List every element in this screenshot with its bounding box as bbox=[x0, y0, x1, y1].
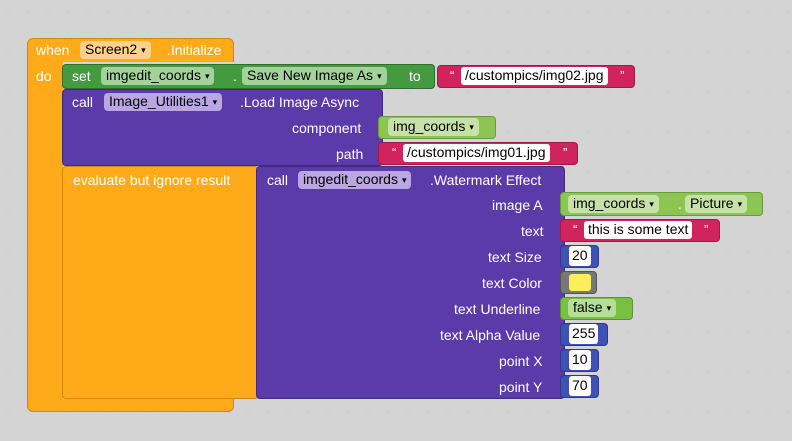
screen-dropdown[interactable]: Screen2▾ bbox=[80, 41, 151, 59]
quote-open-icon: “ bbox=[573, 222, 578, 237]
to-label: to bbox=[409, 68, 421, 84]
dropdown-arrow-icon: ▾ bbox=[469, 122, 474, 132]
quote-close-icon: ” bbox=[704, 222, 709, 237]
load-path-value[interactable]: /custompics/img01.jpg bbox=[403, 144, 550, 162]
event-block-footer bbox=[27, 399, 234, 412]
alpha-value[interactable]: 255 bbox=[569, 324, 599, 344]
set-property-label: Save New Image As bbox=[247, 67, 374, 83]
quote-close-icon: ” bbox=[620, 68, 625, 83]
event-block-body bbox=[27, 61, 63, 401]
set-property-dropdown[interactable]: Save New Image As▾ bbox=[242, 67, 387, 85]
watermark-component-label: imgedit_coords bbox=[303, 171, 398, 187]
image-a-socket-label: image A bbox=[492, 197, 543, 213]
dropdown-arrow-icon: ▾ bbox=[141, 45, 146, 55]
dropdown-arrow-icon: ▾ bbox=[377, 71, 382, 81]
load-component-dropdown[interactable]: Image_Utilities1▾ bbox=[104, 93, 223, 111]
text-color-socket-label: text Color bbox=[482, 275, 542, 291]
color-swatch[interactable] bbox=[569, 274, 591, 291]
load-call-label: call bbox=[72, 94, 94, 110]
text-underline-socket-label: text Underline bbox=[454, 301, 541, 317]
underline-dropdown[interactable]: false▾ bbox=[568, 299, 617, 317]
do-label: do bbox=[36, 68, 52, 84]
text-socket-label: text bbox=[521, 223, 544, 239]
set-component-label: imgedit_coords bbox=[106, 67, 201, 83]
picture-component-dropdown[interactable]: img_coords▾ bbox=[568, 195, 659, 213]
text-size-socket-label: text Size bbox=[488, 249, 542, 265]
load-method-label: .Load Image Async bbox=[240, 94, 360, 110]
quote-open-icon: “ bbox=[450, 68, 455, 83]
path-socket-label: path bbox=[336, 146, 364, 162]
component-getter-label: img_coords bbox=[393, 118, 466, 134]
dropdown-arrow-icon: ▾ bbox=[649, 199, 654, 209]
text-size-value[interactable]: 20 bbox=[569, 246, 591, 266]
dropdown-arrow-icon: ▾ bbox=[737, 199, 743, 209]
watermark-text-value[interactable]: this is some text bbox=[584, 221, 693, 239]
point-x-value[interactable]: 10 bbox=[569, 350, 591, 370]
initialize-label: .Initialize bbox=[167, 42, 222, 58]
component-getter-dropdown[interactable]: img_coords▾ bbox=[388, 118, 479, 136]
point-y-socket-label: point Y bbox=[499, 379, 543, 395]
point-y-value[interactable]: 70 bbox=[569, 376, 591, 396]
evaluate-ignore-block[interactable] bbox=[62, 166, 259, 399]
load-component-label: Image_Utilities1 bbox=[109, 93, 209, 109]
picture-property-dropdown[interactable]: Picture▾ bbox=[685, 195, 748, 213]
underline-value: false bbox=[573, 299, 603, 315]
dropdown-arrow-icon: ▾ bbox=[401, 175, 407, 185]
dropdown-arrow-icon: ▾ bbox=[606, 303, 612, 313]
set-dot: . bbox=[233, 68, 237, 84]
component-socket-label: component bbox=[292, 120, 362, 136]
point-x-socket-label: point X bbox=[499, 353, 543, 369]
watermark-method-label: .Watermark Effect bbox=[430, 172, 542, 188]
picture-component-label: img_coords bbox=[573, 195, 646, 211]
screen-dropdown-label: Screen2 bbox=[85, 41, 138, 57]
quote-close-icon: ” bbox=[563, 145, 568, 160]
watermark-effect-block[interactable] bbox=[256, 166, 565, 399]
watermark-component-dropdown[interactable]: imgedit_coords▾ bbox=[298, 171, 412, 189]
dropdown-arrow-icon: ▾ bbox=[204, 71, 210, 81]
dropdown-arrow-icon: ▾ bbox=[212, 97, 218, 107]
watermark-call-label: call bbox=[267, 172, 289, 188]
picture-dot: . bbox=[678, 196, 682, 212]
save-path-value[interactable]: /custompics/img02.jpg bbox=[461, 67, 608, 85]
alpha-socket-label: text Alpha Value bbox=[440, 327, 541, 343]
picture-property-label: Picture bbox=[690, 195, 734, 211]
quote-open-icon: “ bbox=[392, 145, 397, 160]
set-component-dropdown[interactable]: imgedit_coords▾ bbox=[101, 67, 215, 85]
evaluate-label: evaluate but ignore result bbox=[73, 172, 231, 188]
set-label: set bbox=[72, 68, 91, 84]
when-label: when bbox=[36, 42, 70, 58]
